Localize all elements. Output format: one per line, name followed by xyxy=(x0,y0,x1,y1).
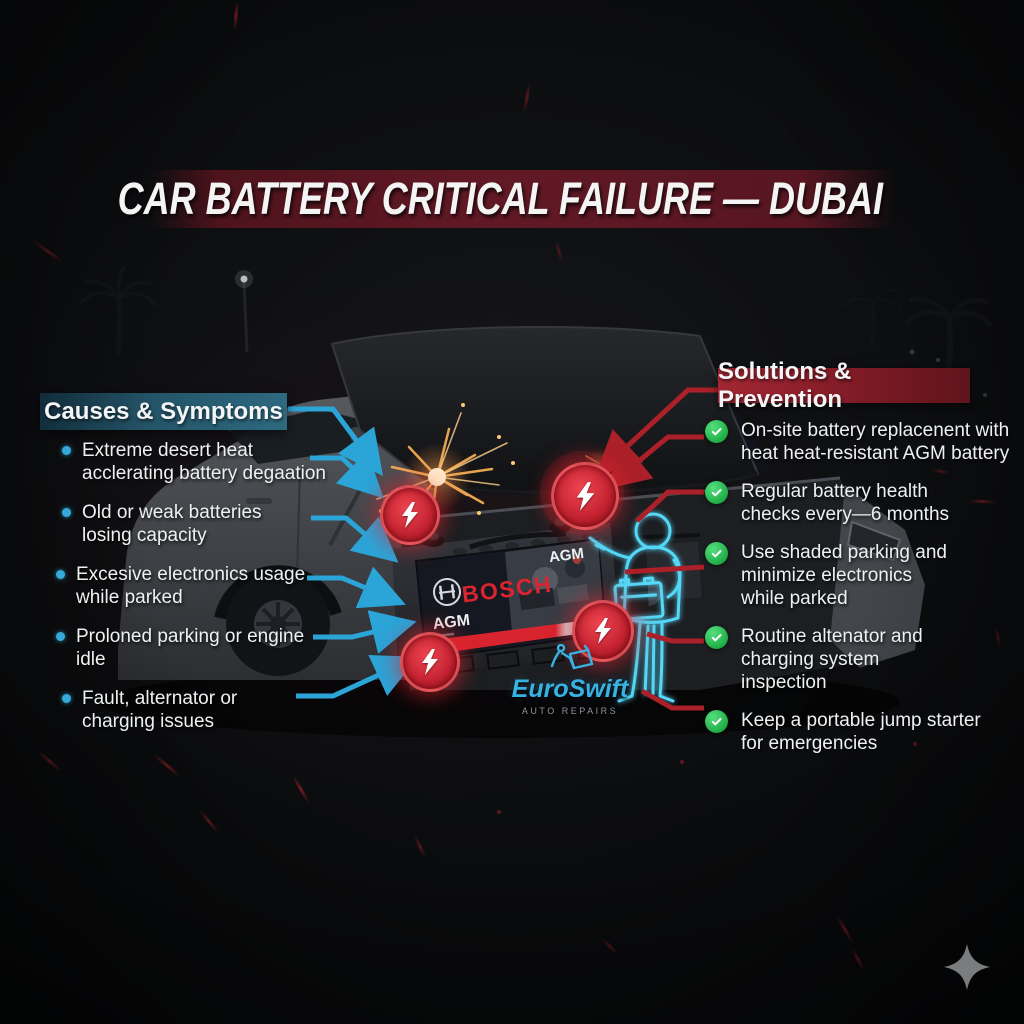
cause-text: Excesive electronics usage while parked xyxy=(76,564,306,608)
solution-text: Keep a portable jump starter for emergen… xyxy=(741,710,981,754)
solution-text: Regular battery health checks every—6 mo… xyxy=(741,481,950,525)
street-lamp xyxy=(235,270,253,353)
solutions-list: On-site battery replacenent with heat he… xyxy=(703,419,1013,755)
causes-list: Extreme desert heat acclerating battery … xyxy=(40,439,370,733)
causes-panel: Causes & Symptoms Extreme desert heat ac… xyxy=(40,393,370,749)
euroswift-logo: EuroSwift AUTO REPAIRS xyxy=(495,644,645,716)
cause-text: Old or weak batteries losing capacity xyxy=(82,502,262,546)
brand-tagline: AUTO REPAIRS xyxy=(521,706,619,716)
causes-header-label: Causes & Symptoms xyxy=(44,397,283,425)
lightning-badge xyxy=(400,632,460,692)
solutions-header: Solutions & Prevention xyxy=(718,358,970,413)
cause-item: Old or weak batteries losing capacity xyxy=(62,501,370,547)
check-circle-icon xyxy=(705,420,728,443)
cause-item: Fault, alternator or charging issues xyxy=(62,687,370,733)
solution-item: Routine altenator and charging system in… xyxy=(705,625,1013,694)
cause-item: Extreme desert heat acclerating battery … xyxy=(62,439,370,485)
check-circle-icon xyxy=(705,626,728,649)
cause-text: Extreme desert heat acclerating battery … xyxy=(82,440,326,484)
brand-name: EuroSwift xyxy=(511,675,629,703)
mechanic-service-icon xyxy=(550,644,594,670)
cause-item: Excesive electronics usage while parked xyxy=(56,563,370,609)
page-title: CAR BATTERY CRITICAL FAILURE — DUBAI xyxy=(117,173,884,224)
lightning-bolt-icon xyxy=(576,481,594,511)
solution-text: Routine altenator and charging system in… xyxy=(741,626,923,693)
cause-item: Proloned parking or engine idle xyxy=(56,625,370,671)
bullet-dot-icon xyxy=(62,508,71,517)
lightning-bolt-icon xyxy=(402,502,418,528)
lightning-badge xyxy=(551,462,619,530)
solutions-panel: Solutions & Prevention On-site battery r… xyxy=(703,358,1013,770)
solution-text: On-site battery replacenent with heat he… xyxy=(741,420,1010,464)
solution-item: Regular battery health checks every—6 mo… xyxy=(705,480,1013,526)
lightning-bolt-icon xyxy=(595,618,611,644)
lightning-bolt-icon xyxy=(422,649,438,675)
solution-item: Use shaded parking and minimize electron… xyxy=(705,541,1013,610)
solution-item: On-site battery replacenent with heat he… xyxy=(705,419,1013,465)
title-band: CAR BATTERY CRITICAL FAILURE — DUBAI xyxy=(118,170,895,228)
bullet-dot-icon xyxy=(56,632,65,641)
cause-text: Proloned parking or engine idle xyxy=(76,626,305,670)
lightning-badge xyxy=(572,600,634,662)
bullet-dot-icon xyxy=(62,446,71,455)
check-circle-icon xyxy=(705,710,728,733)
lightning-badge xyxy=(380,485,440,545)
bullet-dot-icon xyxy=(62,694,71,703)
solutions-header-label: Solutions & Prevention xyxy=(718,357,852,413)
check-circle-icon xyxy=(705,481,728,504)
bullet-dot-icon xyxy=(56,570,65,579)
cause-text: Fault, alternator or charging issues xyxy=(82,688,238,732)
four-point-star-icon xyxy=(944,944,990,990)
solution-item: Keep a portable jump starter for emergen… xyxy=(705,709,1013,755)
causes-header: Causes & Symptoms xyxy=(40,393,287,430)
solution-text: Use shaded parking and minimize electron… xyxy=(741,542,947,609)
check-circle-icon xyxy=(705,542,728,565)
